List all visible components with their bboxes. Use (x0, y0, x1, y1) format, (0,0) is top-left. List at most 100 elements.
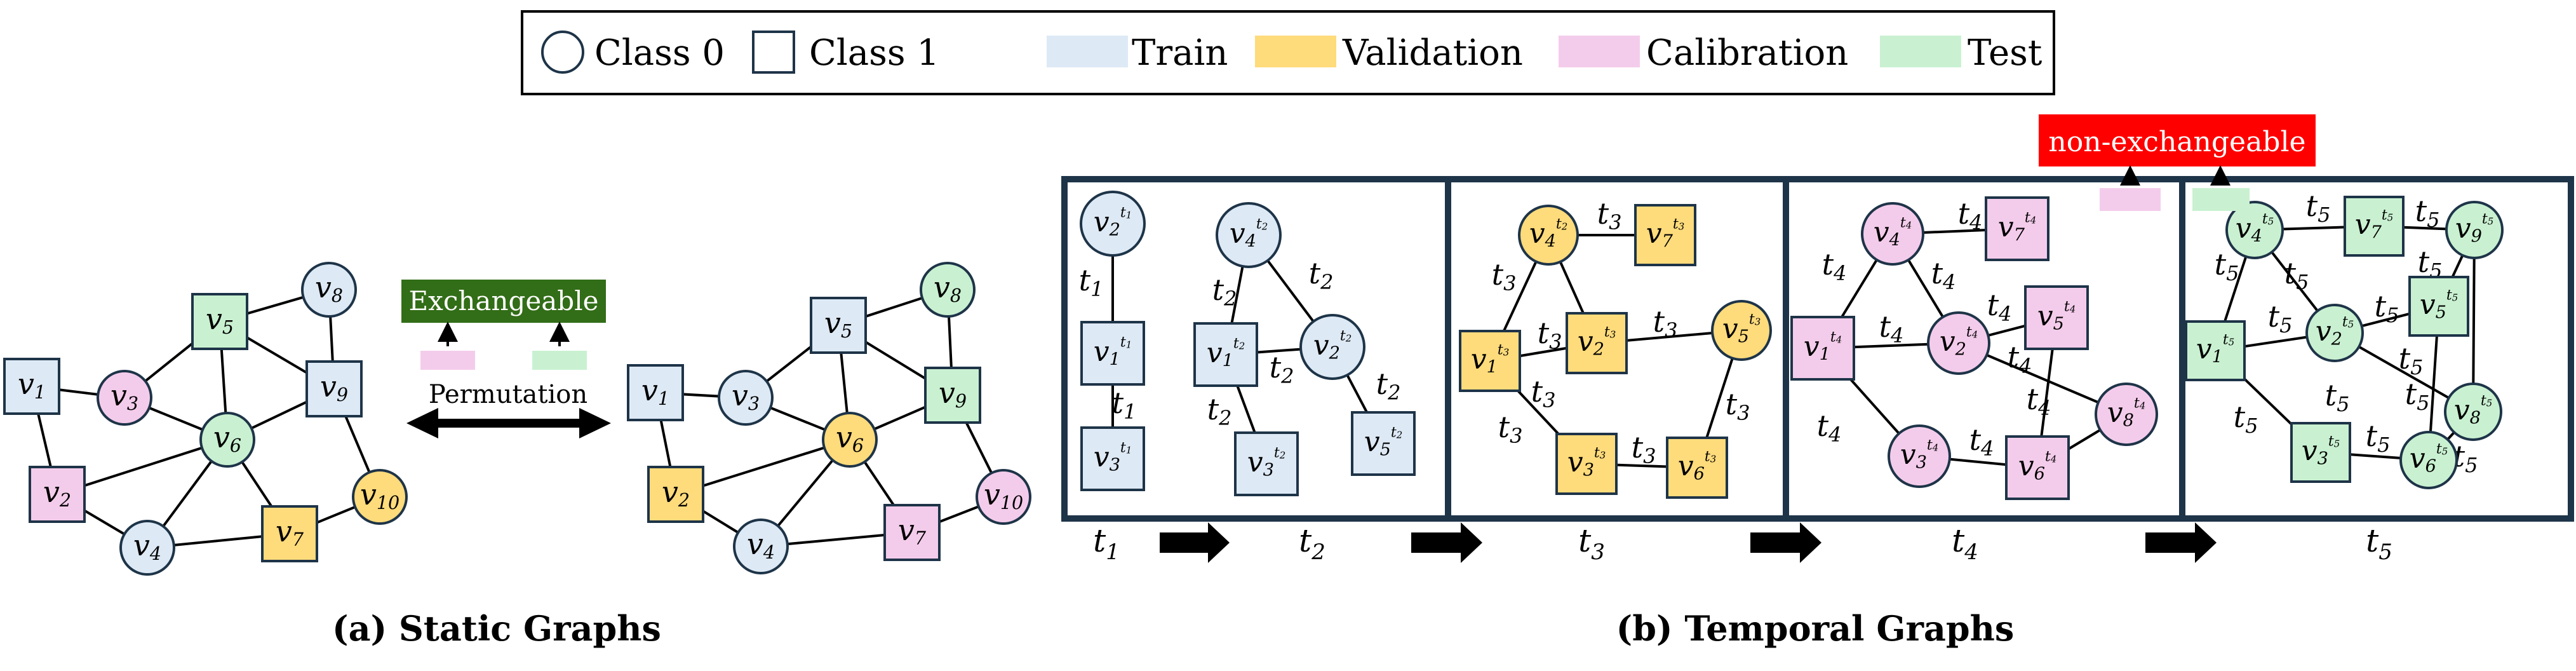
node-label: v4t4 (1874, 215, 1912, 250)
node-label: v7t4 (1998, 210, 2037, 245)
node-circle (976, 469, 1031, 525)
node-label: v6 (213, 420, 241, 456)
node-label: v6 (836, 420, 864, 456)
legend-calibration: Calibration (1646, 32, 1848, 74)
node-circle (1080, 191, 1146, 257)
node-square (2408, 276, 2469, 337)
node-label: v1t4 (1804, 329, 1842, 364)
caption-static: (a) Static Graphs (332, 608, 661, 649)
node-circle (1888, 424, 1951, 488)
edge-time-label: t3 (1597, 196, 1622, 234)
node-square (3, 358, 60, 415)
timeline-label: t2 (1299, 522, 1325, 565)
graph-edge (2472, 229, 2476, 412)
edge-time-label: t4 (1931, 256, 1956, 294)
test-chip-temporal (2192, 188, 2250, 211)
exchangeable-indicator: Exchangeable Permutation (401, 280, 611, 438)
node-square (1080, 321, 1145, 386)
legend-train: Train (1132, 32, 1228, 74)
edge-time-label: t3 (1726, 387, 1750, 425)
class1-square-icon (752, 30, 795, 74)
node-label: v4t2 (1230, 216, 1268, 251)
node-label: v8t4 (2107, 395, 2146, 430)
node-square (1566, 312, 1628, 374)
exchangeable-badge (401, 280, 606, 323)
calibration-chip-temporal (2100, 188, 2161, 211)
node-label: v3t1 (1094, 440, 1132, 475)
node-label: v10 (984, 477, 1023, 513)
node-square (1634, 204, 1696, 266)
node-square (1351, 411, 1416, 476)
node-label: v8t5 (2454, 393, 2493, 428)
edge-time-label: t5 (2325, 378, 2350, 416)
node-label: v1t3 (1471, 342, 1510, 377)
node-circle (2444, 383, 2502, 441)
edge-time-label: t4 (1969, 423, 1994, 461)
node-label: v4 (133, 528, 161, 564)
permutation-arrow-left-head (406, 408, 438, 438)
node-label: v5t4 (2037, 299, 2076, 334)
node-circle (2095, 383, 2158, 446)
timeline-label: t1 (1093, 522, 1120, 565)
node-label: v8 (934, 270, 962, 306)
node-label: v2t4 (1940, 324, 1978, 359)
node-label: v3t2 (1247, 445, 1286, 480)
node-square (924, 367, 981, 424)
node-circle (1927, 311, 1990, 375)
node-square (1459, 330, 1521, 392)
permutation-label: Permutation (429, 380, 587, 409)
edge-time-label: t3 (1498, 410, 1523, 448)
node-square (29, 466, 86, 523)
node-label: v9t5 (2455, 211, 2494, 246)
node-circle (1711, 300, 1772, 361)
node-circle (301, 262, 357, 318)
train-swatch (1047, 36, 1128, 67)
legend: Class 0 Class 1 Train Validation Calibra… (521, 10, 2055, 95)
class0-circle-icon (541, 30, 584, 74)
legend-class0: Class 0 (594, 32, 725, 74)
node-label: v6t4 (2018, 449, 2057, 484)
node-label: v1t5 (2196, 332, 2235, 367)
edge-time-label: t5 (2415, 194, 2440, 232)
node-label: v9 (320, 369, 348, 405)
edge-time-label: t5 (2268, 299, 2293, 337)
node-label: v5t2 (1364, 424, 1403, 459)
edge-time-label: t3 (1632, 430, 1656, 468)
permutation-arrow-right-head (579, 408, 611, 438)
caption-temporal: (b) Temporal Graphs (1616, 608, 2015, 649)
node-label: v6t5 (2410, 441, 2448, 476)
legend-class1: Class 1 (809, 32, 939, 74)
node-label: v5 (824, 306, 852, 342)
node-label: v4t5 (2236, 211, 2274, 246)
node-square (883, 504, 941, 561)
edge-time-label: t4 (1817, 409, 1842, 447)
edge-time-label: t4 (1879, 309, 1904, 348)
nonexchangeable-label: non-exchangeable (2048, 126, 2305, 158)
edge-time-label: t1 (1079, 263, 1104, 301)
calibration-chip (420, 351, 475, 370)
node-circle (1861, 202, 1924, 266)
edge-time-label: t3 (1492, 257, 1517, 295)
timeline-arrow (1160, 522, 1230, 563)
node-label: v3 (732, 378, 760, 414)
node-label: v1 (641, 373, 669, 409)
legend-test: Test (1968, 32, 2043, 74)
node-square (1555, 433, 1618, 495)
node-label: v5t3 (1722, 311, 1761, 346)
timeline-arrow (1411, 522, 1482, 563)
calibration-swatch (1559, 36, 1640, 67)
node-square (810, 297, 867, 354)
node-label: v3 (111, 378, 138, 414)
graph-edge (675, 438, 850, 496)
edge-time-label: t2 (1270, 350, 1294, 388)
node-circle (920, 262, 976, 318)
temporal-panel-t5 (2179, 176, 2574, 522)
node-label: v7t5 (2355, 207, 2394, 242)
nonexchangeable-badge (2039, 114, 2316, 166)
node-square (2344, 196, 2405, 257)
edge-time-label: t2 (1309, 256, 1334, 294)
timeline-arrow (1750, 522, 1821, 563)
edge-time-label: t4 (1987, 288, 2012, 326)
